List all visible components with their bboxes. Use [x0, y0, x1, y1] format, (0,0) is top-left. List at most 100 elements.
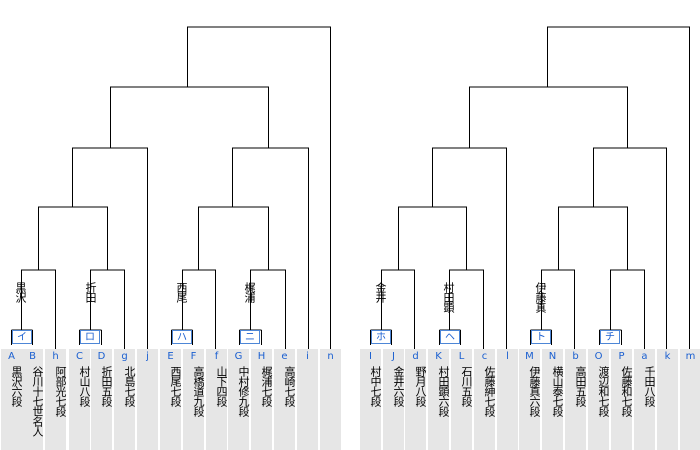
player-column: C 村山八段 — [69, 349, 91, 450]
player-name: 高田五段 — [574, 366, 587, 406]
player-column: b 高田五段 — [565, 349, 587, 450]
block-label: ホ — [371, 330, 391, 344]
player-code: j — [146, 351, 149, 362]
player-code: C — [76, 351, 83, 362]
player-code: m — [685, 351, 696, 362]
player-name: 梶浦七段 — [260, 366, 273, 406]
bracket-line — [110, 86, 269, 148]
block-label: ト — [531, 330, 551, 344]
player-column: K 村田顕六段 — [428, 349, 450, 450]
bracket-line — [432, 147, 507, 349]
block-label: ロ — [80, 330, 100, 344]
bracket-line — [469, 86, 628, 148]
player-name: 黒沢六段 — [10, 366, 23, 406]
player-name: 村山八段 — [78, 366, 91, 406]
player-code: H — [257, 351, 266, 362]
player-name: 谷川十七世名人 — [31, 366, 44, 436]
block-winner-label: 黒沢 — [14, 282, 27, 302]
player-column: D 折田五段 — [91, 349, 113, 450]
player-name: 高崎七段 — [283, 366, 296, 406]
block-winner-label: 金井 — [374, 282, 387, 302]
player-code: L — [458, 351, 465, 362]
bracket-line — [398, 206, 467, 270]
player-code: a — [641, 351, 648, 362]
player-column: B 谷川十七世名人 — [22, 349, 44, 450]
player-code: D — [97, 351, 106, 362]
block-label: チ — [600, 330, 620, 344]
player-name: 村中七段 — [369, 366, 382, 406]
player-column: j — [137, 349, 158, 450]
bracket-line — [593, 147, 667, 349]
block-winner-label: 西尾 — [175, 282, 188, 302]
player-name: 野月八段 — [414, 366, 427, 406]
block-winner-label: 伊藤真 — [534, 282, 547, 312]
player-column: J 金井六段 — [383, 349, 405, 450]
bracket-line — [38, 206, 108, 270]
player-column: c 佐藤紳七段 — [474, 349, 496, 450]
bracket-line — [558, 206, 628, 270]
player-code: k — [664, 351, 671, 362]
player-name: 折田五段 — [100, 366, 113, 406]
player-code: M — [525, 351, 534, 362]
player-name: 石川五段 — [460, 366, 473, 406]
player-column: m — [680, 349, 700, 450]
player-column: n — [320, 349, 341, 450]
bracket-line — [198, 206, 269, 270]
block-winner-label: 村田顕 — [442, 282, 455, 312]
player-name: 千田八段 — [643, 366, 656, 406]
block-label: ニ — [240, 330, 260, 344]
player-name: 北島七段 — [123, 366, 136, 406]
player-name: 佐藤和七段 — [620, 366, 633, 416]
player-column: L 石川五段 — [451, 349, 473, 450]
player-name: 横山泰七段 — [551, 366, 564, 416]
player-code: h — [52, 351, 59, 362]
player-name: 伊藤真六段 — [528, 366, 541, 416]
block-label: イ — [12, 330, 32, 344]
player-name: 西尾七段 — [169, 366, 182, 406]
player-code: b — [572, 351, 579, 362]
block-label: ハ — [172, 330, 192, 344]
block-label: ヘ — [440, 330, 460, 344]
player-code: i — [306, 351, 309, 362]
player-name: 山下四段 — [215, 366, 228, 406]
player-code: F — [190, 351, 197, 362]
player-code: O — [594, 351, 603, 362]
player-code: l — [506, 351, 509, 362]
block-winner-label: 梶浦 — [243, 282, 256, 302]
bracket-line — [232, 147, 309, 349]
player-name: 金井六段 — [392, 366, 405, 406]
player-column: E 西尾七段 — [160, 349, 182, 450]
player-code: K — [435, 351, 442, 362]
player-code: B — [29, 351, 36, 362]
bracket-line — [547, 26, 690, 349]
player-column: g 北島七段 — [114, 349, 136, 450]
player-column: H 梶浦七段 — [251, 349, 273, 450]
player-code: P — [618, 351, 625, 362]
block-winner-label: 折田 — [84, 282, 97, 302]
player-name: 渡辺和七段 — [597, 366, 610, 416]
player-column: M 伊藤真六段 — [519, 349, 541, 450]
player-column: F 高橋道九段 — [183, 349, 205, 450]
player-name: 村田顕六段 — [437, 366, 450, 416]
player-name: 高橋道九段 — [192, 366, 205, 416]
player-code: g — [121, 351, 128, 362]
player-code: c — [481, 351, 488, 362]
player-code: A — [8, 351, 15, 362]
bracket-line — [187, 26, 331, 349]
player-column: A 黒沢六段 — [1, 349, 23, 450]
player-code: N — [548, 351, 557, 362]
player-column: P 佐藤和七段 — [611, 349, 633, 450]
player-column: N 横山泰七段 — [542, 349, 564, 450]
player-code: E — [167, 351, 174, 362]
player-name: 佐藤紳七段 — [483, 366, 496, 416]
player-code: I — [369, 351, 372, 362]
player-column: l — [497, 349, 518, 450]
player-code: n — [327, 351, 334, 362]
player-code: J — [392, 351, 395, 362]
player-column: i — [297, 349, 318, 450]
